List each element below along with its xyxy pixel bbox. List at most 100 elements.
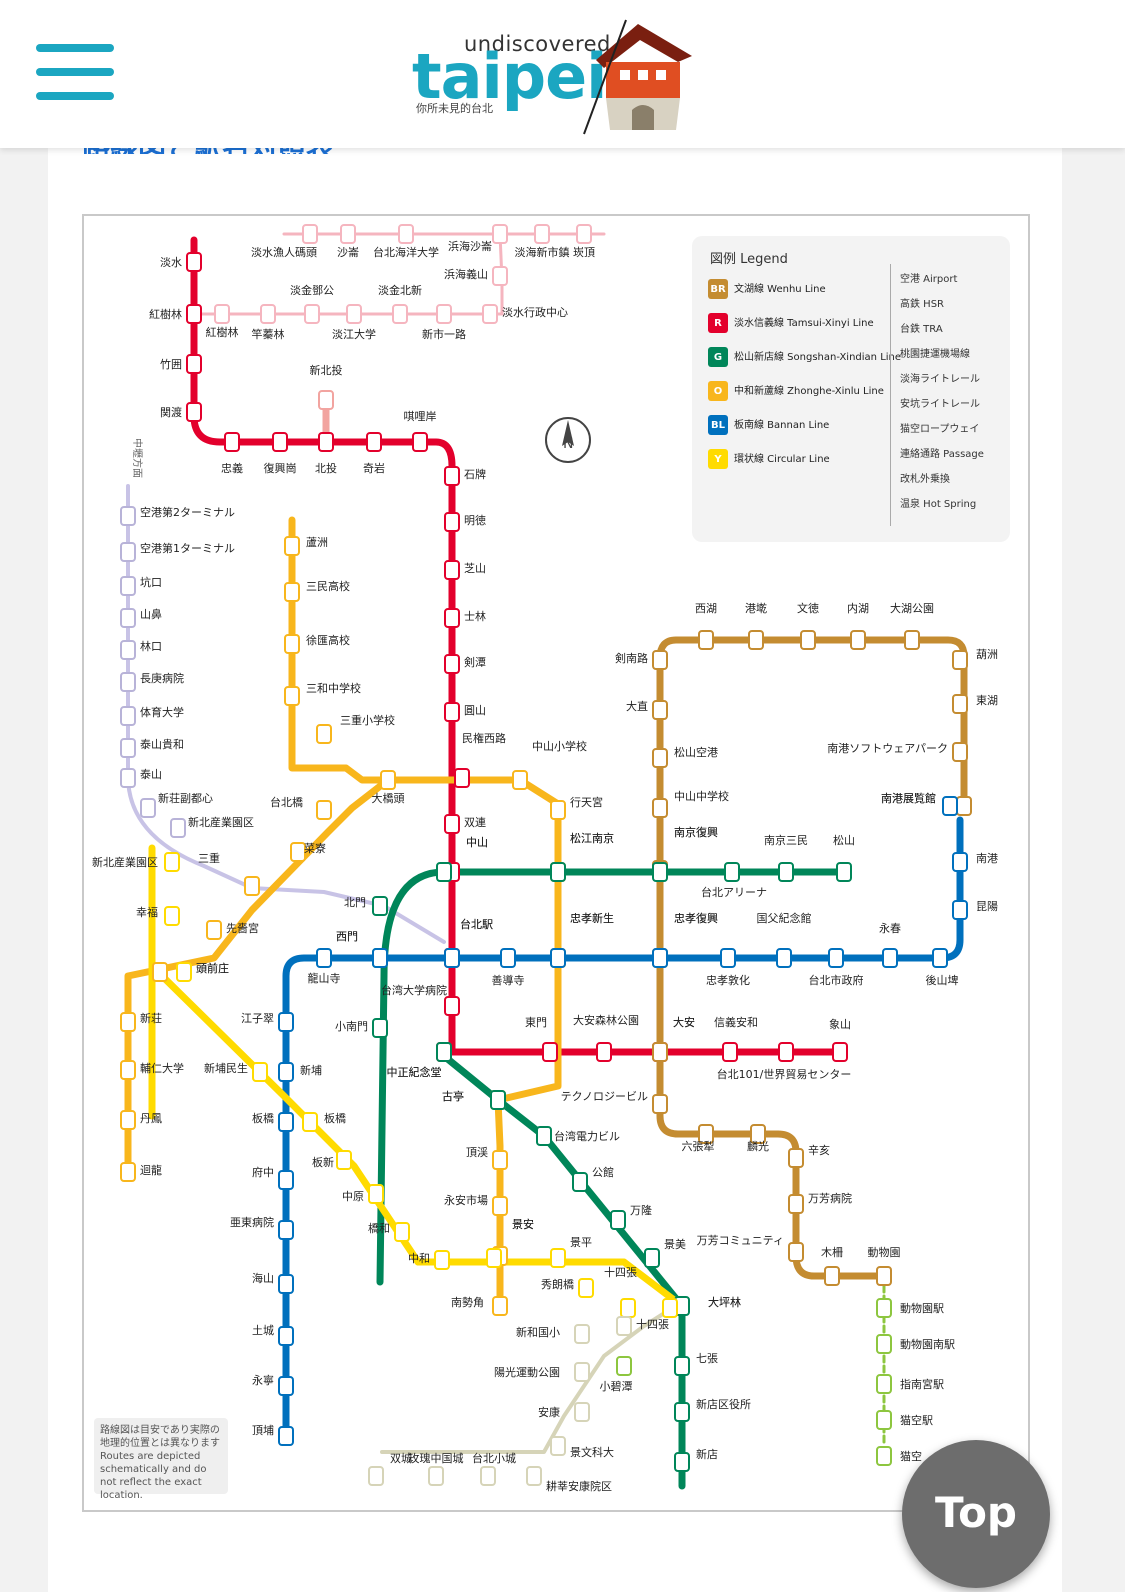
station-marker-r12 [444,814,460,834]
station-label-o14: 菜寮 [304,841,326,855]
station-label-br17: 港墘 [745,601,767,615]
menu-button[interactable] [36,44,114,102]
station-label-o15: 三重 [198,851,220,865]
legend-line-name: 淡水信義線 Tamsui-Xinyi Line [734,317,874,329]
station-marker-o09 [550,800,566,820]
station-label-r15: 剣潭 [464,656,486,669]
station-label-y13: 橋和 [368,1221,390,1235]
station-label-y20: 新北産業園区 [92,855,158,869]
station-label-g05: 景美 [664,1238,686,1251]
site-logo[interactable]: undiscovered taipei 你所未見的台北 [412,18,712,136]
station-markers [120,224,972,1486]
station-label-y11: 景安 [512,1217,534,1231]
station-marker-br01 [876,1266,892,1286]
station-marker-bl02 [278,1376,294,1396]
station-label-bl13: 善導寺 [492,973,525,987]
station-label-bl19: 永春 [879,921,901,935]
station-label-y16: 板橋 [324,1111,346,1125]
station-label-mk4: 猫空駅 [900,1413,933,1427]
station-marker-y10 [550,1248,566,1268]
station-label-v06: 新市一路 [422,327,466,341]
legend-line-badge: Y [708,449,728,469]
station-marker-g10 [436,1042,452,1062]
station-label-g02: 新店区役所 [696,1397,751,1411]
station-marker-y08 [620,1298,636,1318]
station-label-g15: 松江南京 [570,831,614,845]
station-marker-y19 [164,906,180,926]
legend-symbol: 台鉄 TRA [900,324,943,335]
station-marker-y14 [368,1184,384,1204]
station-marker-bl15 [652,948,668,968]
station-label-k08: 新和国小 [516,1325,560,1339]
station-label-br07: 六張犁 [682,1139,715,1153]
station-label-r22a: 新北投 [310,363,343,377]
station-marker-a7 [120,706,136,726]
station-label-r16: 士林 [464,609,486,623]
station-marker-bl04 [278,1274,294,1294]
station-label-br22: 東湖 [976,694,998,707]
station-label-o10: 中山小学校 [532,739,587,753]
station-label-o51: 三和中学校 [306,681,361,695]
station-label-r05: 大安 [673,1015,695,1029]
station-label-bl08: 新埔 [300,1063,322,1077]
station-label-k04: 耕莘安康院区 [546,1479,612,1493]
station-marker-y18 [176,962,192,982]
station-marker-bl21 [952,900,968,920]
station-label-r18: 明徳 [464,514,486,527]
station-marker-g03a [616,1356,632,1376]
station-marker-o21 [120,1162,136,1182]
station-marker-g07 [572,1172,588,1192]
station-label-y09: 秀朗橋 [541,1277,574,1291]
station-marker-v05 [392,304,408,324]
station-marker-g08 [536,1126,552,1146]
station-label-v08: 浜海義山 [444,267,488,281]
station-marker-bl20 [932,948,948,968]
station-marker-br18 [800,630,816,650]
legend-symbol: 安坑ライトレール [900,399,980,410]
station-marker-br06 [750,1124,766,1144]
station-marker-a8 [120,672,136,692]
station-marker-y11 [486,1248,502,1268]
station-label-g08: 台湾電力ビル [554,1129,620,1143]
station-label-k02: 玫瑰中国城 [409,1451,464,1465]
station-label-o09: 行天宮 [570,795,603,809]
station-label-g14: 中山 [466,836,488,849]
top-button-label: Top [935,1488,1017,1537]
back-to-top-button[interactable]: Top [902,1440,1050,1588]
station-marker-g13 [372,896,388,916]
station-label-y17: 新埔民生 [204,1061,248,1075]
station-label-k03: 台北小城 [472,1451,516,1465]
station-marker-mk5 [876,1446,892,1466]
station-label-br06: 麟光 [747,1139,769,1153]
station-marker-mk4 [876,1410,892,1430]
map-note: 路線図は目安であり実際の地理的位置とは異なります Routes are depi… [94,1418,228,1501]
station-marker-k04 [526,1466,542,1486]
station-label-g17: 台北アリーナ [701,885,767,899]
station-marker-r18 [444,512,460,532]
station-label-br13: 松山空港 [674,745,718,759]
station-label-k09: 十四張 [636,1317,669,1331]
station-label-bl07: 板橋 [252,1111,274,1125]
station-marker-r04 [722,1042,738,1062]
station-marker-r03 [778,1042,794,1062]
legend-symbol: 連絡通路 Passage [900,449,984,460]
station-labels: 淡水紅樹林竹囲関渡忠義復興崗北投奇岩唭哩岸新北投石牌明徳芝山士林剣潭圓山民権西路… [92,239,998,1493]
station-marker-o05 [492,1150,508,1170]
station-label-br10: 忠孝復興 [674,912,718,925]
station-label-v04: 淡江大学 [332,327,376,341]
station-marker-br04 [788,1194,804,1214]
station-marker-br03 [788,1242,804,1262]
station-marker-bl05 [278,1220,294,1240]
station-label-r06: 大安森林公園 [573,1013,639,1027]
station-label-mk3: 指南宮駅 [900,1377,944,1391]
station-marker-br19 [850,630,866,650]
station-label-o02: 南勢角 [451,1295,484,1309]
station-marker-mk3 [876,1374,892,1394]
station-marker-r17 [444,560,460,580]
station-marker-o12 [380,770,396,790]
station-label-bl10: 龍山寺 [308,971,341,985]
station-marker-r16 [444,608,460,628]
